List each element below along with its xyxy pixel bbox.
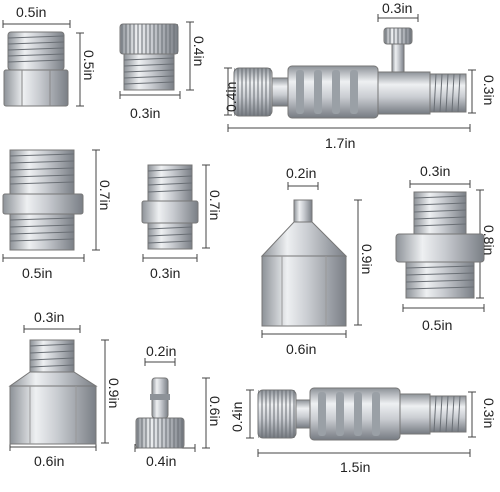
dim-f3-top: 0.3in: [382, 0, 413, 16]
dim-f4-width: 0.5in: [22, 265, 53, 281]
dim-f7-width: 0.5in: [422, 317, 453, 333]
dim-f8-height: 0.9in: [106, 378, 122, 409]
dim-f5-height: 0.7in: [207, 190, 223, 221]
fitting-10: [257, 387, 467, 441]
dim-f7-top: 0.3in: [420, 163, 451, 179]
dim-f1-width: 0.5in: [16, 4, 47, 20]
fitting-2: [119, 23, 179, 91]
dim-f8-width: 0.6in: [34, 453, 65, 469]
dim-f3-left: 0.4in: [223, 81, 239, 112]
fitting-3: [233, 27, 467, 119]
dim-f6-height: 0.9in: [359, 244, 375, 275]
fitting-7: [395, 191, 485, 299]
dim-f9-top: 0.2in: [146, 343, 177, 359]
dim-f3-right: 0.3in: [481, 75, 497, 106]
dim-f4-height: 0.7in: [97, 180, 113, 211]
fitting-1: [3, 31, 69, 107]
dim-f2-width: 0.3in: [130, 105, 161, 121]
dim-f2-height: 0.4in: [191, 36, 207, 67]
dim-f7-height: 0.8in: [481, 225, 497, 256]
dim-f10-right: 0.3in: [481, 398, 497, 429]
dim-f3-length: 1.7in: [325, 135, 356, 151]
dim-f1-height: 0.5in: [81, 50, 97, 81]
dim-f6-top: 0.2in: [286, 165, 317, 181]
dim-f10-length: 1.5in: [340, 459, 371, 475]
dim-f5-width: 0.3in: [150, 265, 181, 281]
fitting-8: [8, 339, 98, 445]
dim-f6-width: 0.6in: [286, 341, 317, 357]
dim-f9-height: 0.6in: [207, 396, 223, 427]
dim-f9-width: 0.4in: [146, 453, 177, 469]
fitting-5: [141, 164, 199, 250]
fitting-4: [2, 149, 84, 251]
fitting-6: [260, 199, 348, 327]
fitting-9: [135, 377, 185, 449]
dim-f10-left: 0.4in: [229, 401, 245, 432]
dim-f8-top: 0.3in: [34, 309, 65, 325]
